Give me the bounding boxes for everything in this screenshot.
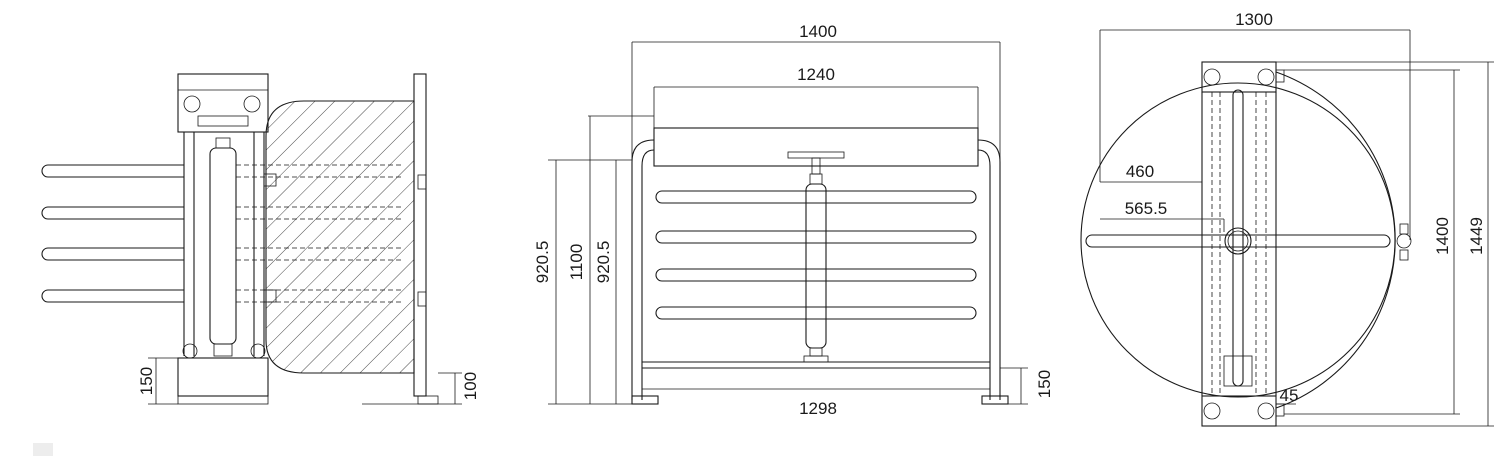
side-bars bbox=[41, 164, 184, 303]
dim-front-height-inner: 920.5 bbox=[594, 241, 613, 284]
side-motor-housing bbox=[177, 73, 269, 133]
side-bolt-left bbox=[183, 95, 201, 113]
top-horizontal-arm bbox=[1085, 234, 1391, 248]
dim-top-small: 45 bbox=[1280, 386, 1299, 405]
dim-top-depth-total: 1449 bbox=[1467, 217, 1486, 255]
top-hub bbox=[1224, 227, 1252, 255]
top-bracket-bottom bbox=[1201, 395, 1277, 427]
dim-front-overall-width: 1400 bbox=[799, 22, 837, 41]
dim-front-foot-height: 150 bbox=[1035, 370, 1054, 398]
side-shaft bbox=[209, 147, 237, 345]
dim-side-base-height: 150 bbox=[137, 367, 156, 395]
corner-marker bbox=[33, 443, 53, 456]
dim-top-radius-a: 460 bbox=[1126, 162, 1154, 181]
side-base bbox=[177, 357, 269, 397]
dim-side-gate-base: 100 bbox=[461, 372, 480, 400]
front-bars bbox=[655, 190, 977, 320]
top-vertical-arm bbox=[1232, 89, 1244, 387]
top-bracket-top bbox=[1201, 61, 1277, 93]
dim-front-top-width: 1240 bbox=[797, 65, 835, 84]
dim-front-height-left: 920.5 bbox=[533, 241, 552, 284]
dim-top-depth: 1400 bbox=[1433, 217, 1452, 255]
front-view: 1400 1240 920.5 1100 920.5 bbox=[533, 22, 1054, 418]
dim-front-bottom-width: 1298 bbox=[799, 399, 837, 418]
dim-front-height-total: 1100 bbox=[567, 244, 586, 281]
dim-top-overall-width: 1300 bbox=[1235, 10, 1273, 29]
side-bolt-right bbox=[243, 95, 261, 113]
side-gate-panel bbox=[265, 100, 415, 374]
side-gate-post bbox=[413, 73, 427, 397]
front-shaft bbox=[805, 183, 827, 349]
dim-top-radius-b: 565.5 bbox=[1125, 199, 1168, 218]
front-top-roller bbox=[653, 127, 979, 167]
top-view: 1300 4 bbox=[1080, 10, 1494, 427]
top-sweep-circle bbox=[1080, 82, 1396, 398]
side-view: 150 100 bbox=[41, 73, 480, 405]
top-outer-arc bbox=[1275, 71, 1396, 409]
